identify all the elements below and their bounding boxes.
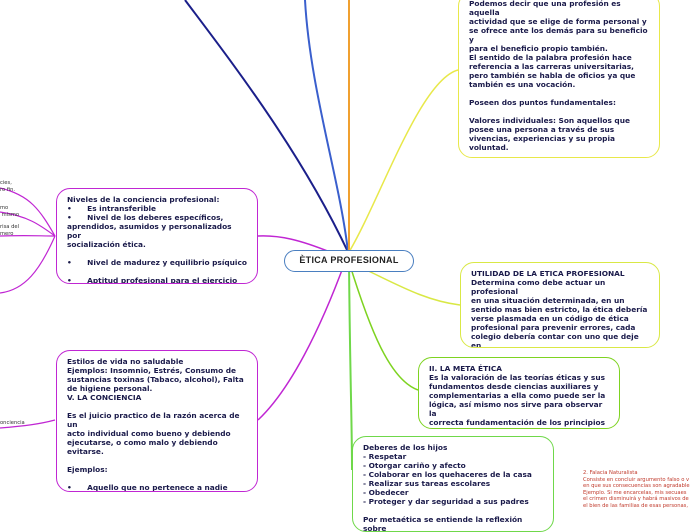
connector-left-4 [0, 236, 55, 293]
connector-deberes [349, 262, 352, 470]
fragment-left-4: onciencia [0, 420, 25, 427]
connector-meta [349, 262, 418, 390]
node-deberes-hijos[interactable]: Deberes de los hijos - Respetar - Otorga… [352, 436, 554, 532]
fragment-left-1: cies, ro fin. [0, 180, 15, 193]
node-estilos-vida[interactable]: Estilos de vida no saludable Ejemplos: I… [56, 350, 258, 492]
node-niveles[interactable]: Niveles de la conciencia profesional: • … [56, 188, 258, 284]
connector-profesion [349, 70, 458, 252]
node-profesion[interactable]: Podemos decir que una profesión es aquel… [458, 0, 660, 158]
fragment-left-2: mo mismo [0, 205, 19, 218]
connector-top-blue [305, 0, 348, 252]
fragment-left-3: risa del mero [0, 224, 19, 237]
central-topic[interactable]: ÈTICA PROFESIONAL [284, 250, 414, 272]
connector-estilos [258, 262, 345, 420]
node-meta-etica[interactable]: II. LA META ÉTICA Es la valoración de la… [418, 357, 620, 429]
side-note-falacia: 2. Falacia Naturalista Consiste en concl… [583, 470, 690, 509]
node-utilidad[interactable]: UTILIDAD DE LA ETICA PROFESIONAL Determi… [460, 262, 660, 348]
